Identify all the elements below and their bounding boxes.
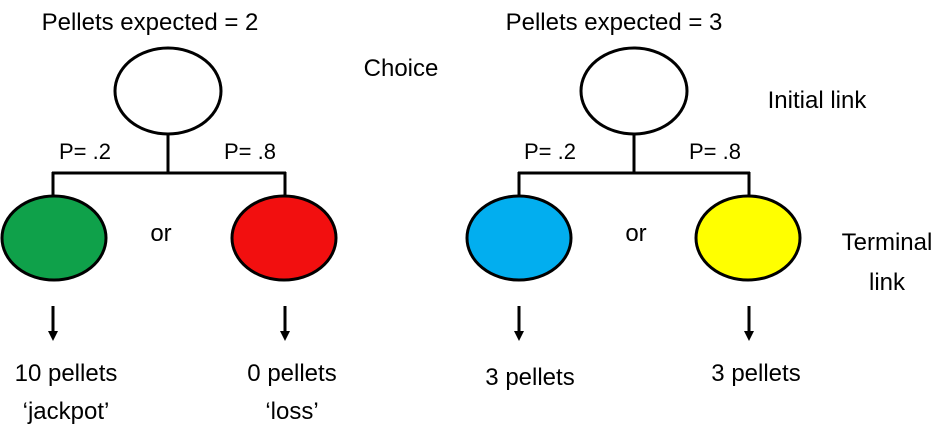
left-loss-circle: [230, 194, 338, 282]
left-or-label: or: [150, 220, 171, 247]
left-choice-circle: [113, 46, 223, 136]
left-prob-right: P= .8: [224, 139, 276, 164]
right-title: Pellets expected = 3: [506, 9, 723, 36]
left-outcome-loss-label: ‘loss’: [265, 398, 318, 425]
initial-link-label: Initial link: [768, 87, 868, 114]
left-jackpot-circle: [0, 194, 108, 282]
terminal-link-label-line1: Terminal: [842, 229, 933, 256]
right-prob-right: P= .8: [689, 139, 741, 164]
right-choice-circle: [579, 46, 689, 136]
left-title: Pellets expected = 2: [42, 9, 259, 36]
right-prob-left: P= .2: [524, 139, 576, 164]
left-prob-left: P= .2: [59, 139, 111, 164]
terminal-link-label-line2: link: [869, 269, 906, 296]
right-yellow-circle: [694, 194, 802, 282]
stage-labels: Choice Initial link Terminal link: [364, 55, 933, 296]
left-outcome-jackpot-amount: 10 pellets: [15, 360, 118, 387]
left-tree: Pellets expected = 2 P= .2 P= .8 or 10 p…: [0, 9, 338, 425]
choice-label: Choice: [364, 55, 439, 82]
left-outcome-loss-amount: 0 pellets: [247, 360, 336, 387]
right-outcome-right: 3 pellets: [711, 360, 800, 387]
right-blue-circle: [465, 194, 573, 282]
right-or-label: or: [625, 220, 646, 247]
left-outcome-jackpot-label: ‘jackpot’: [23, 398, 110, 425]
right-outcome-left: 3 pellets: [485, 364, 574, 391]
right-tree: Pellets expected = 3 P= .2 P= .8 or 3 pe…: [465, 9, 802, 391]
